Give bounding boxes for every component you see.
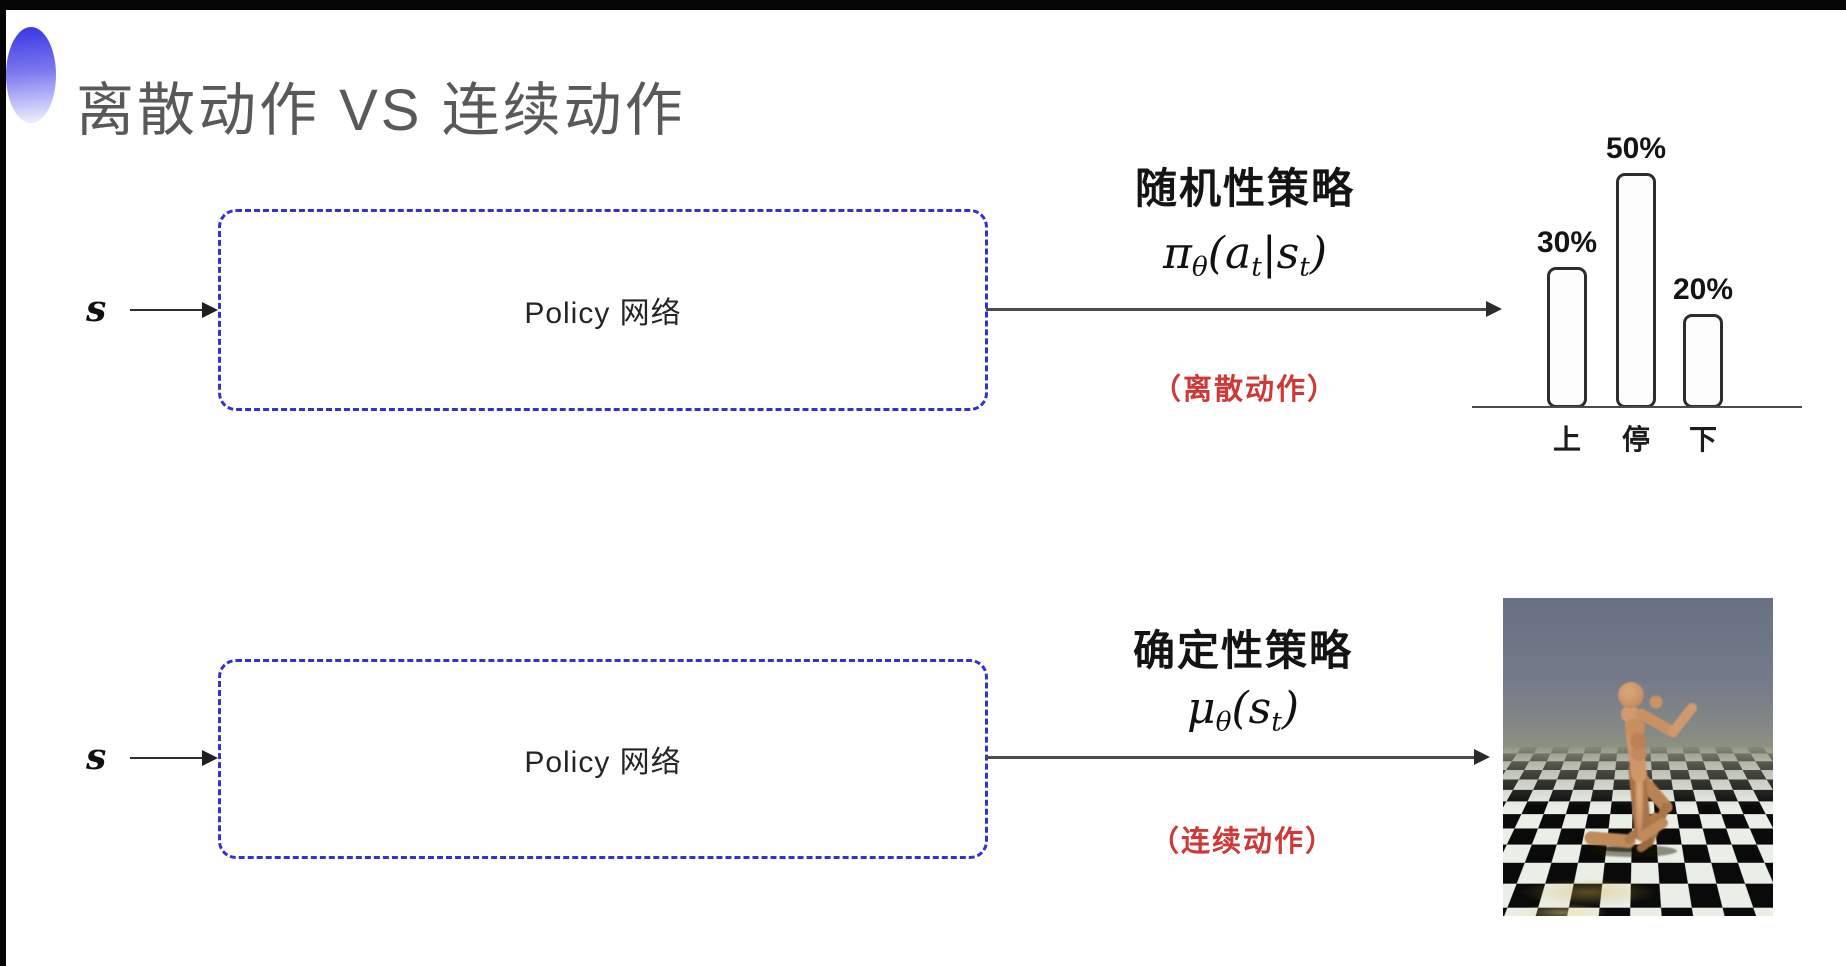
bar-group-up: 30% [1507, 96, 1627, 408]
state-input-label-top: s [86, 288, 107, 330]
screen-edge-top [0, 0, 1846, 10]
category-label-stop: 停 [1621, 424, 1650, 455]
action-type-note-top: （离散动作） [1151, 374, 1338, 406]
formula-separator: | [1261, 228, 1277, 279]
screen-edge-left [0, 0, 6, 966]
category-label-up: 上 [1552, 424, 1581, 455]
formula-symbol-sub: θ [1191, 251, 1208, 283]
policy-type-heading-top: 随机性策略 [1134, 165, 1355, 212]
formula-paren-close: ) [1281, 683, 1300, 734]
formula-symbol: μ [1186, 683, 1216, 734]
chart-axis-line [1472, 406, 1802, 408]
output-arrow-line-bottom [986, 756, 1474, 759]
formula-paren-open: ( [1231, 683, 1249, 734]
slide-title: 离散动作 VS 连续动作 [76, 77, 686, 143]
formula-arg2-sub: t [1299, 251, 1310, 283]
formula-arg2: s [1276, 228, 1300, 279]
bar-value-label: 30% [1536, 226, 1598, 259]
bar-group-stop: 50% [1576, 96, 1696, 408]
formula-symbol-sub: θ [1215, 706, 1232, 738]
bar-group-down: 20% [1643, 96, 1763, 408]
input-arrow-head-bottom [202, 750, 218, 766]
formula-arg1: s [1248, 683, 1272, 734]
probability-bar [1683, 314, 1723, 408]
bar-value-label: 50% [1605, 132, 1667, 165]
state-input-label-bottom: s [86, 736, 107, 778]
formula-symbol: π [1162, 228, 1192, 279]
bar-value-label: 20% [1672, 273, 1734, 306]
humanoid-simulation-image [1503, 598, 1773, 916]
figure-head [1618, 682, 1644, 708]
formula-paren-close: ) [1309, 228, 1328, 279]
input-arrow-head-top [202, 302, 218, 318]
output-arrow-line-top [986, 308, 1488, 311]
probability-bar [1616, 173, 1656, 408]
output-arrow-head-bottom [1474, 749, 1490, 765]
formula-arg1-sub: t [1271, 706, 1282, 738]
action-probability-chart: 30% 50% 20% 上 停 下 [1468, 96, 1820, 468]
input-arrow-line-bottom [130, 757, 204, 759]
policy-network-box-top: Policy 网络 [218, 209, 988, 411]
formula-paren-open: ( [1207, 228, 1225, 279]
input-arrow-line-top [130, 309, 204, 311]
policy-formula-bottom: μθ(st) [1067, 683, 1419, 737]
action-type-note-bottom: （连续动作） [1149, 826, 1336, 858]
policy-formula-top: πθ(at|st) [1069, 228, 1421, 282]
policy-network-box-bottom: Policy 网络 [218, 659, 988, 859]
title-bullet-icon [6, 27, 56, 123]
policy-network-label-top: Policy 网络 [524, 297, 682, 330]
policy-network-label-bottom: Policy 网络 [524, 746, 682, 779]
formula-arg1-sub: t [1251, 251, 1262, 283]
formula-arg1: a [1224, 228, 1252, 279]
policy-type-heading-bottom: 确定性策略 [1132, 627, 1353, 674]
humanoid-figure [1584, 682, 1697, 857]
category-label-down: 下 [1688, 424, 1717, 455]
output-arrow-head-top [1486, 301, 1502, 317]
